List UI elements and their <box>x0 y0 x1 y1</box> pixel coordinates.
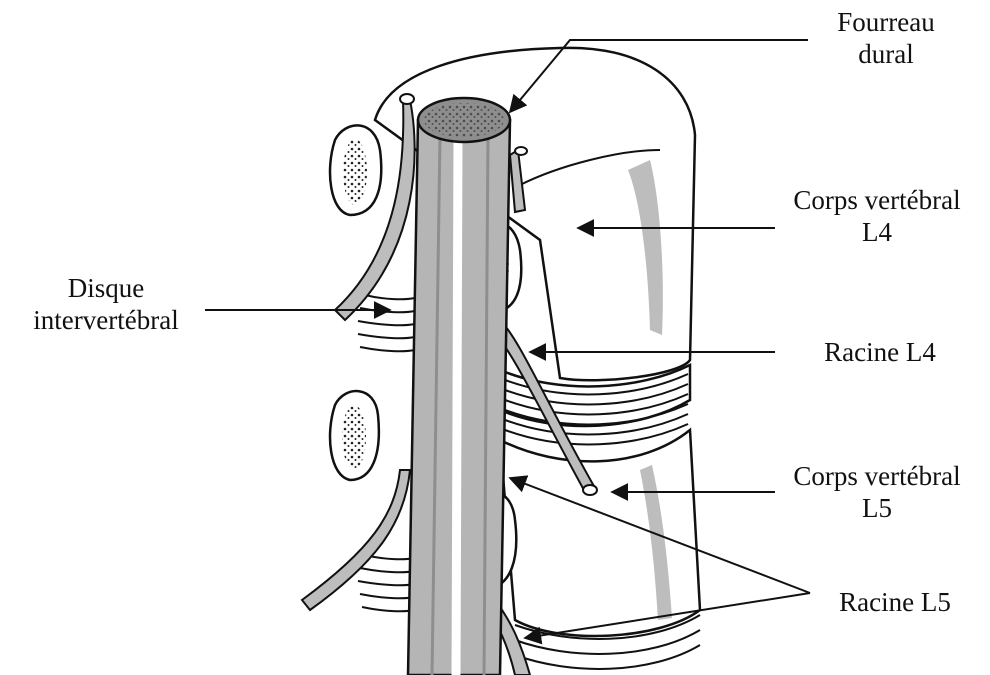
label-corps-vertebral-l4: Corps vertébral L4 <box>772 184 982 248</box>
vertebral-body-l5 <box>500 430 700 636</box>
pedicle-left-upper <box>330 125 381 215</box>
label-racine-l5-text: Racine L5 <box>810 586 980 618</box>
label-corps-l5-line1: Corps vertébral <box>772 460 982 492</box>
label-fourreau-dural: Fourreau dural <box>816 6 956 70</box>
nerve-root-left-l5 <box>302 470 410 610</box>
label-fourreau-dural-line1: Fourreau <box>816 6 956 38</box>
label-corps-l5-line2: L5 <box>772 492 982 524</box>
label-racine-l4-text: Racine L4 <box>795 336 965 368</box>
label-corps-l4-line2: L4 <box>772 216 982 248</box>
label-racine-l5: Racine L5 <box>810 586 980 618</box>
label-corps-vertebral-l5: Corps vertébral L5 <box>772 460 982 524</box>
dural-sac <box>408 98 510 675</box>
label-disque-line2: intervertébral <box>6 304 206 336</box>
label-racine-l4: Racine L4 <box>795 336 965 368</box>
label-corps-l4-line1: Corps vertébral <box>772 184 982 216</box>
label-disque-line1: Disque <box>6 272 206 304</box>
label-fourreau-dural-line2: dural <box>816 38 956 70</box>
label-disque-intervertebral: Disque intervertébral <box>6 272 206 336</box>
pedicle-left-lower <box>330 391 379 480</box>
